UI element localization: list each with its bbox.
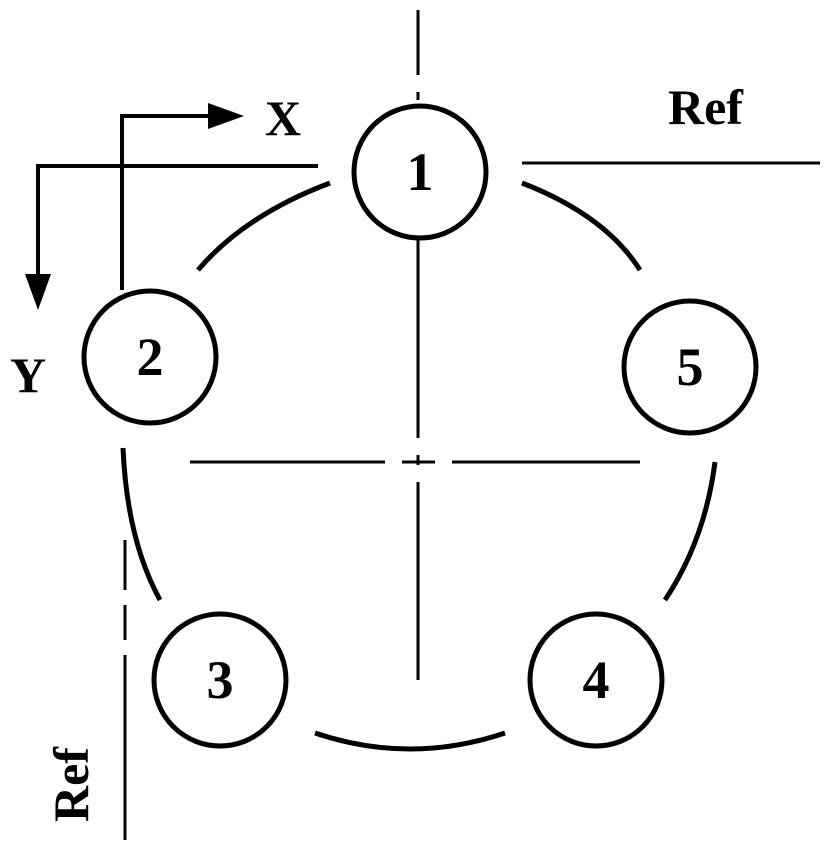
hole-label: 3: [207, 650, 234, 710]
pitch-circle-arc-1-2: [196, 180, 331, 272]
hole-2: 2: [81, 288, 219, 426]
pitch-circle-arc-2-3: [120, 447, 163, 602]
hole-4: 4: [527, 611, 665, 749]
hole-1: 1: [351, 103, 489, 241]
hole-3: 3: [151, 611, 289, 749]
top-reference-label: Ref: [668, 79, 744, 135]
pitch-circle-arc-3-4: [314, 730, 506, 752]
y-axis-label: Y: [10, 347, 46, 403]
pitch-circle-arc-1-5: [521, 180, 643, 272]
hole-5: 5: [621, 298, 759, 436]
x-axis-label: X: [265, 90, 301, 146]
hole-label: 2: [137, 327, 164, 387]
left-reference-label: Ref: [43, 746, 99, 822]
x-axis-arrow: [120, 103, 244, 290]
hole-label: 4: [583, 650, 610, 710]
y-axis-arrow: [25, 164, 318, 310]
hole-label: 1: [407, 142, 434, 202]
hole-label: 5: [677, 337, 704, 397]
pitch-circle-arc-5-4: [662, 461, 718, 602]
